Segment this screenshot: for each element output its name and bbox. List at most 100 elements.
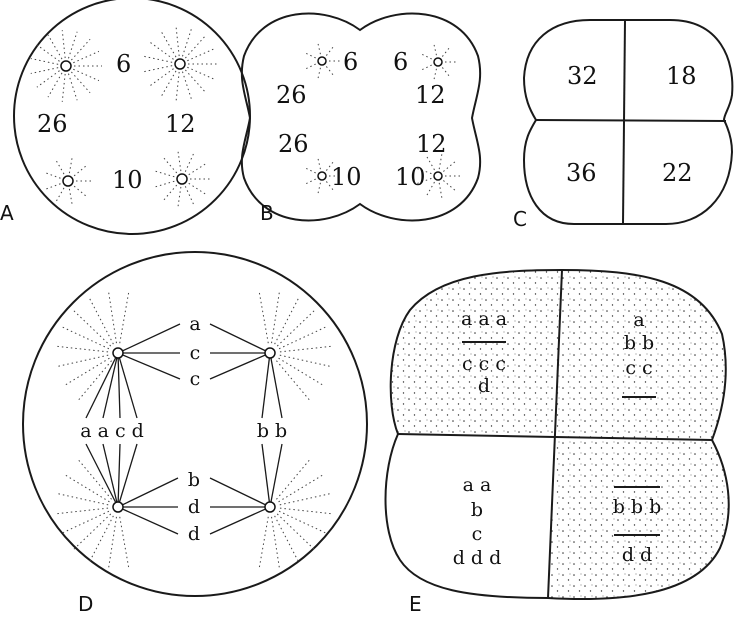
panel-e-tl-line-2: c c c: [462, 353, 506, 375]
aster-ray: [161, 71, 176, 97]
aster-ray: [442, 67, 449, 76]
aster-ray: [48, 73, 62, 97]
aster-ray: [279, 511, 326, 533]
aster-ray: [178, 187, 181, 209]
panel-d-bottom-chromosome-3: d: [188, 523, 200, 545]
aster-ray: [153, 181, 174, 187]
panel-a: 6 26 12 10 A: [0, 0, 250, 234]
aster-ray: [318, 157, 321, 170]
panel-b-centrosome-tr: [434, 58, 442, 66]
panel-e-tl-line-1: a a a: [461, 308, 507, 330]
aster-ray: [434, 44, 436, 55]
panel-d-top-chromosome-2: c: [190, 342, 201, 364]
aster-ray: [89, 298, 113, 344]
aster-ray: [422, 54, 432, 59]
aster-ray: [189, 163, 208, 175]
panel-d: a c c a a c d b b b d d D: [23, 252, 367, 616]
aster-ray: [304, 179, 316, 185]
aster-ray: [78, 361, 111, 401]
aster-ray: [276, 361, 309, 401]
panel-b-count-tl-bottom: 26: [276, 81, 307, 109]
aster-ray: [326, 47, 333, 56]
panel-e-label: E: [409, 592, 422, 616]
panel-b: 6 26 6 12 26 10 12 10 B: [242, 14, 480, 225]
aster-ray: [176, 72, 179, 102]
aster-ray: [182, 28, 191, 57]
aster-ray: [318, 43, 320, 54]
aster-ray: [62, 327, 109, 349]
aster-ray: [56, 346, 108, 352]
aster-ray: [442, 48, 449, 57]
aster-ray: [44, 184, 61, 190]
aster-ray: [74, 186, 88, 198]
aster-ray: [326, 66, 333, 75]
panel-e-bl-line-2: b: [471, 499, 483, 521]
aster-ray: [71, 39, 90, 60]
panel-c-count-36: 36: [566, 159, 597, 187]
panel-c-vertical-division: [623, 20, 625, 224]
panel-c: 32 18 36 22 C: [513, 20, 732, 231]
panel-a-centrosome-bl: [63, 176, 73, 186]
panel-c-count-22: 22: [662, 159, 693, 187]
aster-ray: [74, 164, 88, 176]
aster-ray: [109, 292, 117, 343]
aster-ray: [109, 517, 117, 568]
aster-ray: [71, 72, 90, 93]
panel-e-top-right-stipple: [562, 270, 726, 440]
aster-ray: [275, 516, 299, 562]
aster-ray: [185, 186, 194, 206]
aster-ray: [280, 508, 332, 514]
panel-e: a a a c c c d a b b c c a a b c d d d b …: [386, 270, 729, 616]
aster-ray: [280, 355, 331, 366]
aster-ray: [62, 30, 65, 58]
aster-ray: [272, 517, 280, 568]
panel-e-tr-line-1: a: [633, 309, 644, 331]
panel-e-br-line-2: d d: [622, 544, 652, 566]
panel-a-label: A: [0, 201, 14, 225]
aster-ray: [68, 74, 77, 101]
panel-b-centrosome-tl: [318, 57, 326, 65]
aster-ray: [69, 155, 72, 173]
aster-ray: [318, 183, 321, 196]
panel-a-count-10: 10: [112, 166, 143, 194]
aster-ray: [37, 71, 60, 87]
panel-d-bottom-chromosome-2: d: [188, 496, 200, 518]
aster-ray: [120, 517, 129, 568]
panel-e-bl-line-1: a a: [463, 474, 492, 496]
panel-e-tr-line-3: c c: [625, 357, 652, 379]
panel-b-centrosome-bl: [318, 172, 326, 180]
panel-a-count-12: 12: [165, 110, 196, 138]
panel-a-count-6: 6: [116, 50, 131, 78]
aster-ray: [182, 72, 191, 101]
aster-ray: [31, 59, 58, 65]
aster-ray: [272, 292, 280, 343]
panel-e-tr-line-2: b b: [624, 332, 654, 354]
aster-ray: [280, 494, 331, 505]
panel-e-tl-line-3: d: [478, 375, 490, 397]
aster-ray: [306, 64, 316, 69]
panel-a-centrosome-tr: [175, 59, 185, 69]
aster-ray: [162, 185, 176, 202]
aster-ray: [149, 69, 173, 87]
aster-ray: [153, 171, 174, 177]
aster-ray: [259, 292, 268, 343]
panel-d-bottom-chromosome-1: b: [188, 469, 200, 491]
panel-d-top-chromosome-1: a: [189, 313, 200, 335]
panel-e-top-left-stipple: [391, 270, 562, 434]
panel-d-centrosome-tr: [265, 348, 275, 358]
panel-b-count-bl-bottom: 10: [331, 163, 362, 191]
aster-ray: [306, 53, 316, 58]
aster-ray: [187, 67, 214, 79]
aster-ray: [434, 69, 436, 80]
aster-ray: [48, 35, 62, 59]
aster-ray: [57, 494, 108, 505]
panel-b-label: B: [260, 201, 274, 225]
panel-a-count-26: 26: [37, 110, 68, 138]
aster-ray: [69, 189, 72, 207]
aster-ray: [276, 460, 309, 500]
aster-ray: [185, 152, 194, 172]
panel-d-centrosome-br: [265, 502, 275, 512]
panel-d-label: D: [78, 592, 93, 616]
panel-c-horizontal-division: [535, 120, 726, 121]
